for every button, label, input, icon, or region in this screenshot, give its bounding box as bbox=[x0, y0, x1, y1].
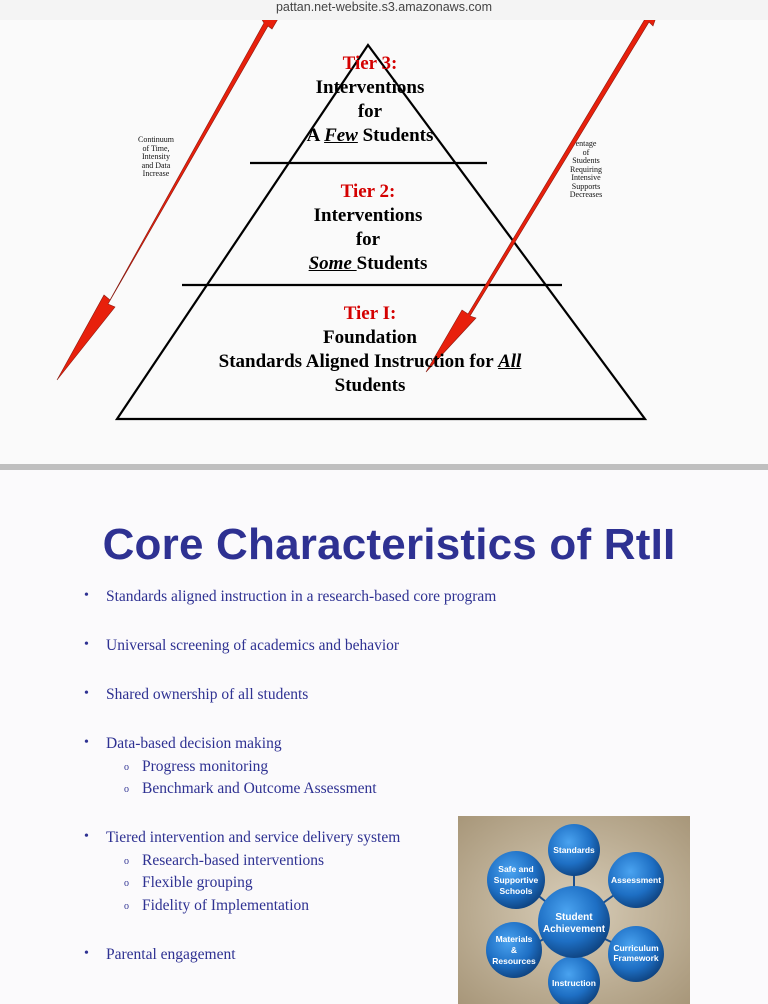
sub-bullet-icon: o bbox=[124, 762, 129, 773]
node-standards-label: Standards bbox=[553, 845, 595, 855]
node-curriculum-icon bbox=[608, 926, 664, 982]
browser-url-bar[interactable]: pattan.net-website.s3.amazonaws.com bbox=[0, 0, 768, 20]
bullet-icon: • bbox=[84, 829, 89, 844]
right-note-line: Students bbox=[572, 156, 600, 165]
left-note-line: Increase bbox=[142, 169, 170, 178]
left-note-line: of Time, bbox=[142, 143, 170, 153]
tier2-line2: for bbox=[355, 229, 381, 250]
student-achievement-graphic: Standards Assessment Curriculum Framewor… bbox=[458, 816, 690, 1004]
node-materials-label-1: Materials bbox=[496, 934, 533, 944]
node-center-label-2: Achievement bbox=[543, 924, 606, 935]
right-note-line: of bbox=[582, 147, 590, 157]
left-side-note: Continuum of Time, Intensity and Data In… bbox=[126, 135, 186, 179]
tier2-label: Tier 2: Interventions for Some Students bbox=[248, 180, 488, 276]
slide-core-characteristics: Core Characteristics of RtII • Standards… bbox=[0, 470, 768, 1004]
node-instruction-label: Instruction bbox=[552, 978, 596, 988]
node-materials-label-3: Resources bbox=[492, 956, 536, 966]
tier3-line3: A Few Students bbox=[250, 124, 490, 148]
node-assessment-icon bbox=[608, 852, 664, 908]
node-safe-label-1: Safe and bbox=[498, 864, 533, 874]
bullet-icon: • bbox=[84, 637, 89, 652]
tier3-emph: Few bbox=[324, 125, 358, 146]
tier3-line1: Interventions bbox=[315, 77, 425, 98]
sub-bullet-icon: o bbox=[124, 878, 129, 889]
tier2-emph: Some bbox=[308, 253, 357, 274]
tier3-line2: for bbox=[357, 101, 383, 122]
list-item-text: Data-based decision making bbox=[106, 735, 282, 752]
node-materials-label-2: & bbox=[511, 945, 517, 955]
left-note-line: and Data bbox=[141, 160, 171, 170]
node-curriculum-label-1: Curriculum bbox=[613, 943, 659, 953]
node-safe-label-3: Schools bbox=[499, 886, 532, 896]
left-note-line: Continuum bbox=[137, 135, 174, 144]
bullet-icon: • bbox=[84, 588, 89, 603]
tier1-label: Tier I: Foundation Standards Aligned Ins… bbox=[170, 302, 570, 398]
sub-item-text: Research-based interventions bbox=[142, 852, 325, 869]
right-note-line: entage bbox=[575, 139, 597, 148]
sub-item-text: Progress monitoring bbox=[142, 758, 269, 775]
tier2-suffix: Students bbox=[356, 253, 428, 274]
sub-bullet-icon: o bbox=[124, 784, 129, 795]
node-standards-icon bbox=[548, 824, 600, 876]
sub-item-text: Flexible grouping bbox=[142, 874, 253, 891]
left-note-line: Intensity bbox=[142, 152, 170, 161]
bullet-icon: • bbox=[84, 686, 89, 701]
node-curriculum-label-2: Framework bbox=[613, 953, 659, 963]
pyramid-outline bbox=[114, 43, 648, 421]
left-double-arrow bbox=[56, 20, 278, 381]
node-assessment-label: Assessment bbox=[611, 875, 661, 885]
tier2-heading: Tier 2: bbox=[340, 181, 396, 202]
tier3-label: Tier 3: Interventions for A Few Students bbox=[250, 52, 490, 148]
tier1-line2: Standards Aligned Instruction for All bbox=[170, 350, 570, 374]
list-item-text: Shared ownership of all students bbox=[106, 686, 309, 703]
sub-item-text: Benchmark and Outcome Assessment bbox=[142, 780, 377, 797]
node-safe-label-2: Supportive bbox=[494, 875, 539, 885]
tier1-line3: Students bbox=[334, 375, 406, 396]
tier2-line1: Interventions bbox=[313, 205, 423, 226]
list-item-text: Standards aligned instruction in a resea… bbox=[106, 588, 497, 605]
bullet-icon: • bbox=[84, 946, 89, 961]
right-note-line: Supports bbox=[571, 181, 601, 191]
node-center-label-1: Student bbox=[555, 912, 593, 923]
right-note-line: Requiring bbox=[570, 164, 602, 174]
list-item-text: Parental engagement bbox=[106, 946, 236, 963]
pyramid-diagram bbox=[56, 20, 656, 421]
sub-item-text: Fidelity of Implementation bbox=[142, 897, 310, 914]
tier3-heading: Tier 3: bbox=[342, 53, 398, 74]
bullet-icon: • bbox=[84, 735, 89, 750]
node-instruction-icon bbox=[548, 956, 600, 1004]
tier1-heading: Tier I: bbox=[343, 303, 397, 324]
right-double-arrow bbox=[425, 20, 656, 373]
node-center-icon bbox=[538, 886, 610, 958]
node-materials-icon bbox=[486, 922, 542, 978]
right-note-line: Intensive bbox=[571, 173, 601, 182]
tier1-line1: Foundation bbox=[323, 327, 417, 348]
tier1-emph: All bbox=[498, 351, 522, 372]
tier3-prefix: A bbox=[306, 125, 325, 146]
tier1-prefix: Standards Aligned Instruction for bbox=[218, 351, 499, 372]
slide-title: Core Characteristics of RtII bbox=[102, 520, 676, 569]
tier3-suffix: Students bbox=[357, 125, 434, 146]
node-safe-icon bbox=[487, 851, 545, 909]
list-item-text: Universal screening of academics and beh… bbox=[106, 637, 400, 654]
slide-divider bbox=[0, 464, 768, 470]
right-side-note: entage of Students Requiring Intensive S… bbox=[560, 139, 612, 200]
list-item-text: Tiered intervention and service delivery… bbox=[106, 829, 401, 846]
url-text: pattan.net-website.s3.amazonaws.com bbox=[275, 0, 493, 14]
tier2-line3: Some Students bbox=[248, 252, 488, 276]
sub-bullet-icon: o bbox=[124, 901, 129, 912]
slide-tier-pyramid: Tier 3: Interventions for A Few Students… bbox=[0, 20, 768, 464]
sub-bullet-icon: o bbox=[124, 856, 129, 867]
right-note-line: Decreases bbox=[569, 190, 603, 199]
